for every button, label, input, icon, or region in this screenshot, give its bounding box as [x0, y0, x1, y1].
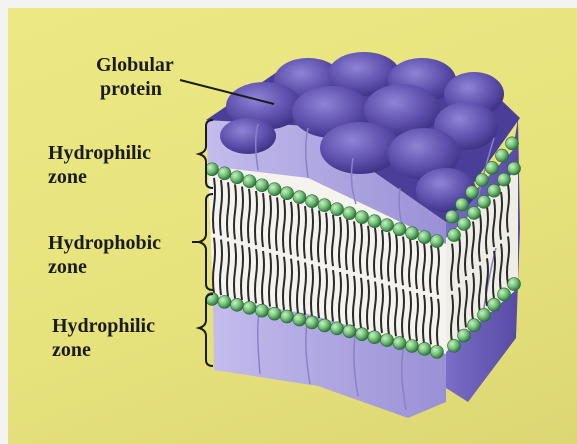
hydrophilic-top-label: Hydrophilic zone	[48, 141, 151, 189]
lipid-head	[393, 223, 406, 236]
hydrophilic-bottom-label-line1: Hydrophilic	[52, 314, 155, 338]
lipid-head	[418, 231, 431, 244]
hydrophobic-label-line1: Hydrophobic	[48, 231, 161, 255]
lipid-head	[268, 183, 281, 196]
lipid-head	[368, 331, 381, 344]
lipid-head	[448, 229, 461, 242]
lipid-head	[331, 322, 344, 335]
lipid-head	[243, 301, 256, 314]
lipid-head	[458, 329, 471, 342]
diagram-panel: Globular protein Hydrophilic zone Hydrop…	[8, 8, 577, 444]
lipid-head	[206, 163, 219, 176]
lipid-head	[281, 187, 294, 200]
hydrophilic-top-label-line1: Hydrophilic	[48, 141, 151, 165]
hydrophilic-bottom-label-line2: zone	[52, 338, 155, 362]
hydrophilic-bottom-label: Hydrophilic zone	[52, 314, 155, 362]
lipid-head	[393, 337, 406, 350]
membrane-diagram	[8, 8, 577, 444]
lipid-head	[331, 203, 344, 216]
lipid-head	[478, 195, 491, 208]
lipid-head	[506, 137, 519, 150]
lipid-head	[231, 171, 244, 184]
lipid-head	[488, 184, 501, 197]
globular-protein-label-line1: Globular	[96, 53, 174, 77]
lipid-head	[508, 278, 521, 291]
lipid-head	[406, 227, 419, 240]
lipid-head	[456, 198, 469, 211]
lipid-head	[496, 149, 509, 162]
lipid-head	[268, 307, 281, 320]
lipid-head	[406, 340, 419, 353]
lipid-head	[368, 215, 381, 228]
lipid-head	[218, 295, 231, 308]
lipid-head	[431, 235, 444, 248]
lipid-head	[218, 167, 231, 180]
lipid-head	[306, 195, 319, 208]
lipid-head	[356, 328, 369, 341]
lipid-head	[318, 319, 331, 332]
lipid-head	[343, 325, 356, 338]
lipid-head	[293, 313, 306, 326]
lipid-head	[256, 179, 269, 192]
lipid-head	[476, 174, 489, 187]
lipid-head	[498, 288, 511, 301]
lipid-head	[306, 316, 319, 329]
lipid-head	[243, 175, 256, 188]
lipid-head	[486, 161, 499, 174]
lipid-head	[343, 207, 356, 220]
lipid-head	[293, 191, 306, 204]
lipid-head	[231, 298, 244, 311]
lipid-head	[458, 218, 471, 231]
lipid-head	[381, 334, 394, 347]
globular-protein-label-line2: protein	[96, 77, 174, 101]
lipid-head	[431, 345, 444, 358]
hydrophobic-label-line2: zone	[48, 255, 161, 279]
lipid-head	[418, 342, 431, 355]
globular-protein-label: Globular protein	[96, 53, 174, 101]
lipid-head	[508, 162, 521, 175]
lipid-head	[446, 210, 459, 223]
hydrophobic-label: Hydrophobic zone	[48, 231, 161, 279]
lipid-head	[466, 186, 479, 199]
lipid-head	[488, 298, 501, 311]
hydrophilic-top-label-line2: zone	[48, 165, 151, 189]
lipid-head	[448, 339, 461, 352]
lipid-head	[498, 173, 511, 186]
lipid-head	[468, 206, 481, 219]
lipid-head	[356, 211, 369, 224]
lipid-head	[318, 199, 331, 212]
lipid-head	[478, 308, 491, 321]
lipid-head	[468, 319, 481, 332]
lipid-head	[381, 219, 394, 232]
lipid-head	[256, 304, 269, 317]
lipid-head	[281, 310, 294, 323]
